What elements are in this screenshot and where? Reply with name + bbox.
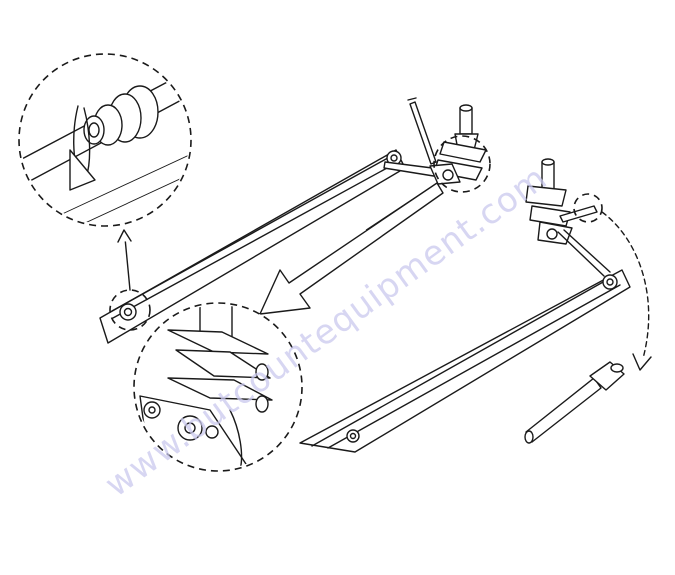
- pin-icon: [69, 105, 96, 191]
- callout-arrow-curved: [601, 211, 652, 371]
- callout-pin-detail: [18, 53, 192, 227]
- callout-arrow-up: [117, 229, 132, 291]
- callout-left-pivot: [109, 289, 151, 331]
- callout-arrow-big: [259, 182, 444, 315]
- gas-strut-detached: [524, 361, 625, 444]
- gas-strut-icon: [407, 97, 437, 165]
- right-arm: [299, 269, 631, 453]
- center-pivot-left: [383, 97, 487, 185]
- callout-bracket-detail: [133, 302, 303, 472]
- center-pivot-right: [525, 158, 611, 277]
- callout-right-pivot: [573, 193, 603, 223]
- callout-center-pivot: [433, 135, 491, 193]
